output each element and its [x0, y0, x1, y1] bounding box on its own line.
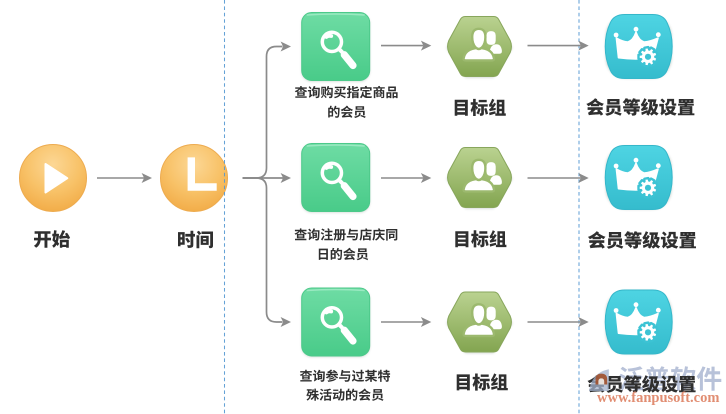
- svg-text:www.fanpusoft.com: www.fanpusoft.com: [597, 390, 719, 406]
